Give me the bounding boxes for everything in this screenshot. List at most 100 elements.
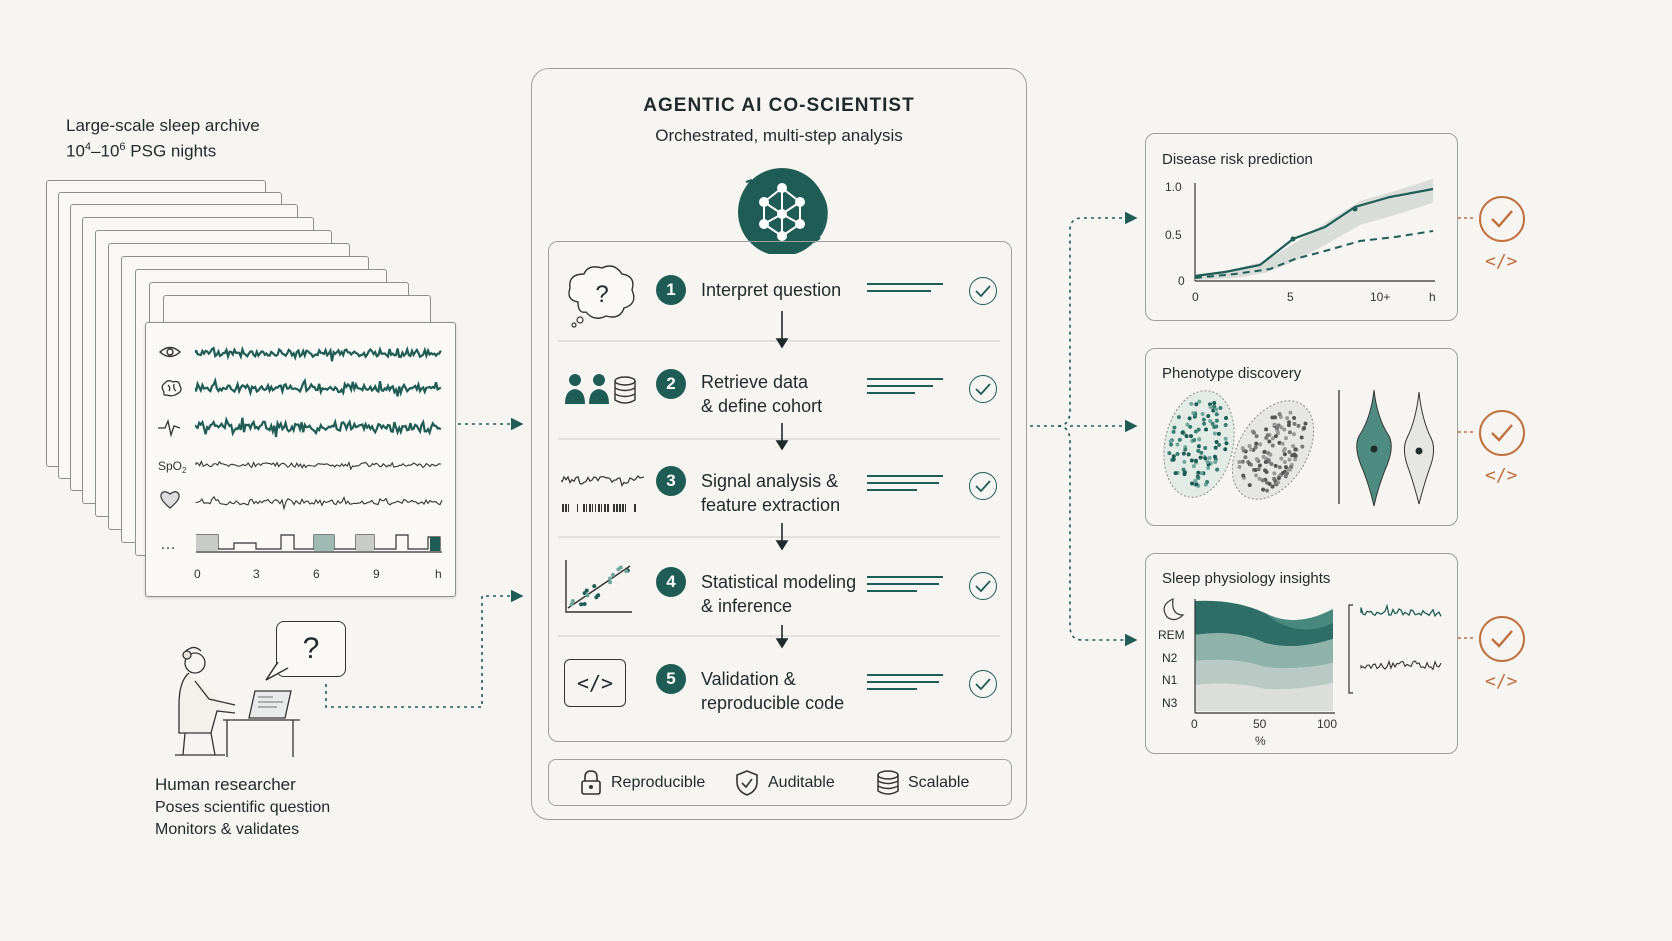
orchestrator-icon xyxy=(738,168,828,254)
agent-subtitle: Orchestrated, multi-step analysis xyxy=(655,126,903,145)
moon-icon xyxy=(1163,598,1185,621)
psg-axis-tick: h xyxy=(435,567,442,581)
archive-subtitle: 104–106 PSG nights xyxy=(66,141,217,161)
psg-signal-trace xyxy=(194,416,442,438)
risk-xtick: 0 xyxy=(1192,290,1199,304)
researcher-title: Human researcher xyxy=(155,775,296,794)
step-5-output-lines xyxy=(867,674,943,695)
risk-xtick: 10+ xyxy=(1370,290,1390,304)
code-icon: </> xyxy=(564,659,626,707)
risk-chart: 1.0 0.5 0 0 5 10+ h xyxy=(1165,179,1436,304)
physiology-title: Sleep physiology insights xyxy=(1162,570,1331,587)
risk-code-icon: </> xyxy=(1485,251,1518,272)
phenotype-title: Phenotype discovery xyxy=(1162,365,1302,382)
step-3-check-icon xyxy=(969,472,997,500)
risk-title: Disease risk prediction xyxy=(1162,151,1313,168)
psg-axis-tick: 0 xyxy=(194,567,201,581)
stage-label: N2 xyxy=(1162,651,1178,665)
psg-axis-tick: 6 xyxy=(313,567,320,581)
step-label: Retrieve data xyxy=(701,372,809,392)
feature-bar xyxy=(548,759,1012,806)
feature-scalable: Scalable xyxy=(908,774,970,791)
step-label: Statistical modeling xyxy=(701,572,857,592)
physiology-xtick: 0 xyxy=(1191,717,1198,731)
phenotype-code-icon: </> xyxy=(1485,465,1518,486)
researcher-to-agent-arrow xyxy=(325,589,524,708)
step-1-check-icon xyxy=(969,277,997,305)
physiology-xtick: 50 xyxy=(1253,717,1267,731)
step-label: & define cohort xyxy=(701,396,823,416)
step-number: 5 xyxy=(656,664,686,694)
step-4-output-lines xyxy=(867,576,943,597)
stage-label: REM xyxy=(1158,628,1185,642)
physiology-validated-check-icon xyxy=(1479,616,1525,662)
step-number: 1 xyxy=(656,275,686,305)
eye-icon xyxy=(158,346,182,358)
thought-bubble-icon: ? xyxy=(568,265,635,328)
risk-validated-check-icon xyxy=(1479,196,1525,242)
psg-record: SpO2 … 0 3 6 9 h xyxy=(145,322,456,597)
ecg-icon xyxy=(158,418,181,438)
psg-signal-trace xyxy=(194,345,442,362)
psg-signal-trace xyxy=(195,460,441,471)
step-label: reproducible code xyxy=(701,693,845,713)
step-number: 2 xyxy=(656,369,686,399)
step-3-output-lines xyxy=(867,475,943,496)
risk-xtick: h xyxy=(1429,290,1436,304)
phenotype-validated-check-icon xyxy=(1479,410,1525,456)
agent-title: AGENTIC AI CO-SCIENTIST xyxy=(643,95,915,116)
hypnogram xyxy=(196,534,442,553)
stage-label: N1 xyxy=(1162,673,1178,687)
psg-axis: 0 3 6 9 h xyxy=(194,567,442,581)
agent-to-outputs-arrows xyxy=(1030,211,1138,427)
psg-signals: SpO2 … 0 3 6 9 h xyxy=(158,345,443,581)
step-1-output-lines xyxy=(867,283,943,297)
spo2-label: SpO2 xyxy=(158,459,187,475)
step-4-check-icon xyxy=(969,572,997,600)
step-label: Validation & xyxy=(701,669,796,689)
step-label: feature extraction xyxy=(701,495,841,515)
step-label: Interpret question xyxy=(701,280,842,300)
researcher-illustration xyxy=(175,646,300,757)
researcher-line2: Monitors & validates xyxy=(155,821,300,838)
more-signals-label: … xyxy=(160,536,176,553)
bubble-tail xyxy=(265,662,289,681)
steps-box xyxy=(548,241,1012,742)
feature-auditable: Auditable xyxy=(768,774,835,791)
risk-xtick: 5 xyxy=(1287,290,1294,304)
step-flow xyxy=(558,311,1000,649)
scatter-regression-icon xyxy=(565,560,632,613)
psg-signal-trace xyxy=(194,376,442,397)
risk-panel: Disease risk prediction xyxy=(1145,133,1458,321)
brain-icon xyxy=(161,380,182,397)
step-label: & inference xyxy=(701,596,793,616)
researcher-line1: Poses scientific question xyxy=(155,799,331,816)
risk-ytick: 1.0 xyxy=(1165,180,1182,194)
signal-feature-icon xyxy=(561,475,645,512)
question-mark: ? xyxy=(302,632,320,665)
feature-reproducible: Reproducible xyxy=(611,774,706,791)
step-label: Signal analysis & xyxy=(701,471,839,491)
psg-axis-tick: 9 xyxy=(373,567,380,581)
psg-axis-tick: 3 xyxy=(253,567,260,581)
step-number: 3 xyxy=(656,466,686,496)
database-icon xyxy=(877,770,899,795)
risk-ytick: 0.5 xyxy=(1165,228,1182,242)
physiology-xtick: 100 xyxy=(1317,717,1337,731)
step-number: 4 xyxy=(656,567,686,597)
archive-title: Large-scale sleep archive xyxy=(66,116,260,135)
step-5-check-icon xyxy=(969,670,997,698)
step-2-output-lines xyxy=(867,378,943,399)
stage-label: N3 xyxy=(1162,696,1178,710)
physiology-code-icon: </> xyxy=(1485,671,1518,692)
step-2-check-icon xyxy=(969,375,997,403)
svg-text:?: ? xyxy=(595,281,608,308)
risk-ytick: 0 xyxy=(1178,274,1185,288)
shield-check-icon xyxy=(736,770,758,796)
lock-icon xyxy=(581,770,601,795)
physiology-xunit: % xyxy=(1255,734,1266,748)
cohort-icon xyxy=(565,374,636,404)
physiology-chart: REM N2 N1 N3 0 50 100 % xyxy=(1158,598,1442,748)
psg-signal-trace xyxy=(195,495,443,511)
